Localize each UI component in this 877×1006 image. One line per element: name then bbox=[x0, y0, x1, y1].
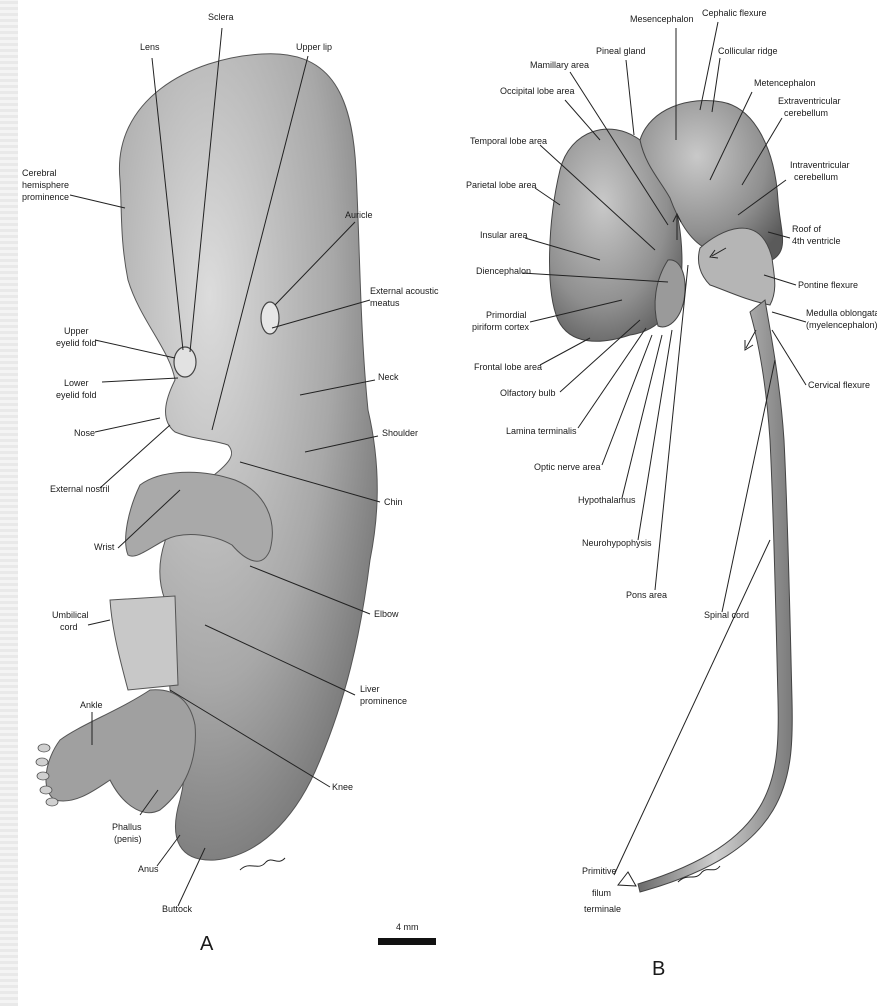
leader-line bbox=[70, 195, 125, 208]
panel-label-b: B bbox=[652, 958, 665, 980]
label-intraventricular-1: Intraventricular bbox=[790, 160, 850, 170]
arrow-cervical bbox=[745, 330, 756, 350]
label-cervical-flexure: Cervical flexure bbox=[808, 380, 870, 390]
label-spinal-cord: Spinal cord bbox=[704, 610, 749, 620]
leader-line bbox=[88, 620, 110, 625]
leader-line bbox=[700, 22, 718, 110]
label-pons-area: Pons area bbox=[626, 590, 667, 600]
label-phallus-1: Phallus bbox=[112, 822, 142, 832]
label-diencephalon: Diencephalon bbox=[476, 266, 531, 276]
label-filum-2: filum bbox=[592, 888, 611, 898]
leader-line bbox=[95, 418, 160, 432]
label-filum-3: terminale bbox=[584, 904, 621, 914]
label-temporal-lobe: Temporal lobe area bbox=[470, 136, 547, 146]
embryo-leg bbox=[46, 690, 195, 813]
leader-line bbox=[602, 335, 652, 465]
label-chin: Chin bbox=[384, 497, 403, 507]
embryo-umbilical-cord bbox=[110, 596, 178, 690]
label-filum-1: Primitive bbox=[582, 866, 617, 876]
label-medulla-1: Medulla oblongata bbox=[806, 308, 877, 318]
label-roof-1: Roof of bbox=[792, 224, 822, 234]
label-liver-1: Liver bbox=[360, 684, 380, 694]
label-roof-2: 4th ventricle bbox=[792, 236, 841, 246]
label-mesencephalon: Mesencephalon bbox=[630, 14, 694, 24]
label-phallus-2: (penis) bbox=[114, 834, 142, 844]
leader-line bbox=[102, 378, 178, 382]
leader-line bbox=[722, 360, 775, 612]
label-cephalic-flexure: Cephalic flexure bbox=[702, 8, 767, 18]
embryo-figure-a bbox=[36, 54, 377, 870]
leader-line bbox=[622, 335, 662, 498]
label-nose: Nose bbox=[74, 428, 95, 438]
label-medulla-2: (myelencephalon) bbox=[806, 320, 877, 330]
label-primordial-1: Primordial bbox=[486, 310, 527, 320]
label-auricle: Auricle bbox=[345, 210, 373, 220]
label-extraventricular-2: cerebellum bbox=[784, 108, 828, 118]
label-liver-2: prominence bbox=[360, 696, 407, 706]
label-lower-eyelid-2: eyelid fold bbox=[56, 390, 97, 400]
label-frontal-lobe: Frontal lobe area bbox=[474, 362, 542, 372]
embryo-auricle bbox=[261, 302, 279, 334]
label-shoulder: Shoulder bbox=[382, 428, 418, 438]
label-knee: Knee bbox=[332, 782, 353, 792]
label-upper-eyelid-1: Upper bbox=[64, 326, 89, 336]
label-external-nostril: External nostril bbox=[50, 484, 110, 494]
label-lower-eyelid-1: Lower bbox=[64, 378, 89, 388]
label-elbow: Elbow bbox=[374, 609, 399, 619]
label-lens: Lens bbox=[140, 42, 160, 52]
label-olfactory-bulb: Olfactory bulb bbox=[500, 388, 556, 398]
label-ext-acoustic-1: External acoustic bbox=[370, 286, 439, 296]
label-cerebral-3: prominence bbox=[22, 192, 69, 202]
label-neurohypophysis: Neurohypophysis bbox=[582, 538, 652, 548]
label-neck: Neck bbox=[378, 372, 399, 382]
scale-bar bbox=[378, 938, 436, 945]
filum-terminale-mark bbox=[618, 872, 636, 886]
label-anus: Anus bbox=[138, 864, 159, 874]
label-umbilical-2: cord bbox=[60, 622, 78, 632]
label-pontine-flexure: Pontine flexure bbox=[798, 280, 858, 290]
label-upper-eyelid-2: eyelid fold bbox=[56, 338, 97, 348]
label-intraventricular-2: cerebellum bbox=[794, 172, 838, 182]
leader-line bbox=[157, 835, 180, 866]
label-mamillary-area: Mamillary area bbox=[530, 60, 589, 70]
label-ankle: Ankle bbox=[80, 700, 103, 710]
label-upper-lip: Upper lip bbox=[296, 42, 332, 52]
label-sclera: Sclera bbox=[208, 12, 234, 22]
brain-hindbrain bbox=[698, 228, 774, 305]
label-primordial-2: piriform cortex bbox=[472, 322, 530, 332]
label-occipital-lobe: Occipital lobe area bbox=[500, 86, 575, 96]
panel-label-a: A bbox=[200, 933, 214, 955]
artist-signature-a bbox=[240, 858, 285, 870]
label-extraventricular-1: Extraventricular bbox=[778, 96, 841, 106]
leader-line bbox=[565, 100, 600, 140]
label-metencephalon: Metencephalon bbox=[754, 78, 816, 88]
label-insular-area: Insular area bbox=[480, 230, 528, 240]
label-collicular-ridge: Collicular ridge bbox=[718, 46, 778, 56]
label-hypothalamus: Hypothalamus bbox=[578, 495, 636, 505]
label-parietal-lobe: Parietal lobe area bbox=[466, 180, 537, 190]
leader-line bbox=[626, 60, 634, 135]
label-umbilical-1: Umbilical bbox=[52, 610, 89, 620]
scale-bar-label: 4 mm bbox=[396, 922, 419, 932]
embryo-eye bbox=[174, 347, 196, 377]
label-ext-acoustic-2: meatus bbox=[370, 298, 400, 308]
label-buttock: Buttock bbox=[162, 904, 193, 914]
label-cerebral-1: Cerebral bbox=[22, 168, 57, 178]
leader-line bbox=[772, 312, 806, 322]
label-pineal-gland: Pineal gland bbox=[596, 46, 646, 56]
leader-line bbox=[540, 338, 590, 365]
label-lamina-terminalis: Lamina terminalis bbox=[506, 426, 577, 436]
label-wrist: Wrist bbox=[94, 542, 115, 552]
label-cerebral-2: hemisphere bbox=[22, 180, 69, 190]
label-optic-nerve: Optic nerve area bbox=[534, 462, 601, 472]
